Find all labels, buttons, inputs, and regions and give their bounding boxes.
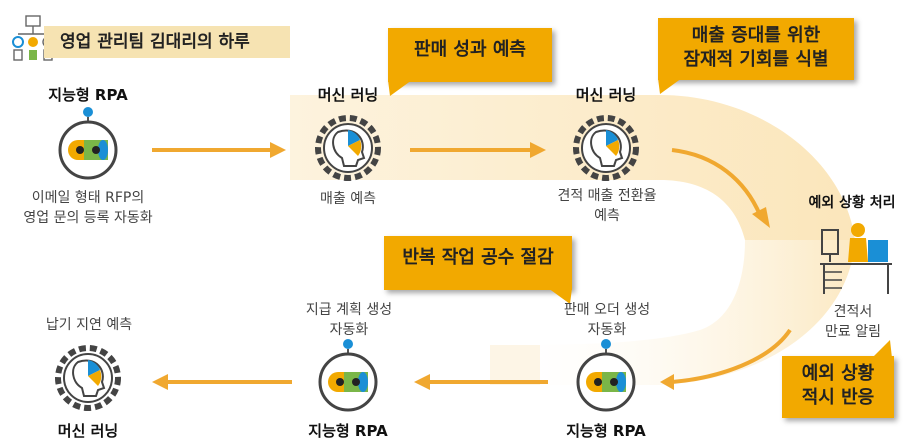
node-ml-quote-desc-line1: 견적 매출 전환율 <box>557 188 657 204</box>
rpa-robot-icon-email <box>58 107 118 180</box>
ml-head-gear-icon-sales <box>315 115 381 181</box>
node-rpa-payment-desc-line2: 자동화 <box>329 322 369 338</box>
rpa-robot-icon-payment <box>318 339 378 412</box>
rpa-robot-icon-order <box>576 339 636 412</box>
ml-head-gear-icon-delay <box>55 345 121 411</box>
node-ml-quote-type: 머신 러닝 <box>575 86 637 104</box>
node-ml-sales-type: 머신 러닝 <box>317 86 379 104</box>
node-rpa-payment-desc: 지급 계획 생성 자동화 <box>292 300 406 340</box>
node-exception-desc-line1: 견적서 <box>833 304 873 320</box>
callout-tail <box>388 80 412 96</box>
flow-band-bottom <box>490 240 855 385</box>
arrow-payment-to-delay <box>152 374 292 390</box>
ml-head-gear-icon-quote <box>573 115 639 181</box>
node-rpa-email-desc: 이메일 형태 RFP의 영업 문의 등록 자동화 <box>8 188 168 228</box>
node-exception-desc: 견적서 만료 알림 <box>810 302 896 342</box>
callout-tail <box>658 78 682 94</box>
callout-opportunity: 매출 증대를 위한 잠재적 기회를 식별 <box>658 18 854 80</box>
node-rpa-email-desc-line2: 영업 문의 등록 자동화 <box>23 210 153 226</box>
node-ml-quote-desc-line2: 예측 <box>594 208 620 224</box>
callout-repetitive-text: 반복 작업 공수 절감 <box>402 247 554 268</box>
node-rpa-email-type: 지능형 RPA <box>48 86 128 104</box>
arrow-ml-to-exception <box>671 148 770 228</box>
node-rpa-order-desc: 판매 오더 생성 자동화 <box>550 300 664 340</box>
node-ml-delay-type: 머신 러닝 <box>57 422 119 440</box>
node-ml-sales-desc: 매출 예측 <box>320 191 376 207</box>
node-rpa-order-desc-line1: 판매 오더 생성 <box>563 302 651 318</box>
arrow-rpa-to-ml <box>152 142 286 158</box>
callout-opportunity-line1: 매출 증대를 위한 <box>691 25 821 46</box>
flow-band-top <box>290 95 855 240</box>
callout-exception-line1: 예외 상황 <box>801 363 875 384</box>
node-rpa-email-desc-line1: 이메일 형태 RFP의 <box>31 190 145 206</box>
node-ml-delay-desc: 납기 지연 예측 <box>45 317 133 333</box>
node-exception-desc-line2: 만료 알림 <box>825 324 881 340</box>
person-at-desk-icon <box>820 223 892 294</box>
callout-exception: 예외 상황 적시 반응 <box>782 356 894 418</box>
node-rpa-order-desc-line2: 자동화 <box>587 322 627 338</box>
node-ml-quote-desc: 견적 매출 전환율 예측 <box>546 186 668 226</box>
node-exception-type: 예외 상황 처리 <box>808 195 896 211</box>
page-title: 영업 관리팀 김대리의 하루 <box>44 26 290 58</box>
callout-opportunity-line2: 잠재적 기회를 식별 <box>683 49 829 70</box>
callout-sales-forecast: 판매 성과 예측 <box>388 28 552 82</box>
callout-tail <box>872 340 892 358</box>
arrow-ml-to-ml <box>410 142 546 158</box>
callout-sales-forecast-text: 판매 성과 예측 <box>414 39 526 60</box>
arrow-exception-to-order <box>660 328 792 390</box>
node-rpa-order-type: 지능형 RPA <box>566 422 646 440</box>
arrow-order-to-payment <box>414 374 548 390</box>
node-rpa-payment-desc-line1: 지급 계획 생성 <box>305 302 393 318</box>
callout-repetitive: 반복 작업 공수 절감 <box>384 236 572 290</box>
node-rpa-payment-type: 지능형 RPA <box>308 422 388 440</box>
callout-tail <box>548 288 572 304</box>
callout-exception-line2: 적시 반응 <box>801 387 875 408</box>
